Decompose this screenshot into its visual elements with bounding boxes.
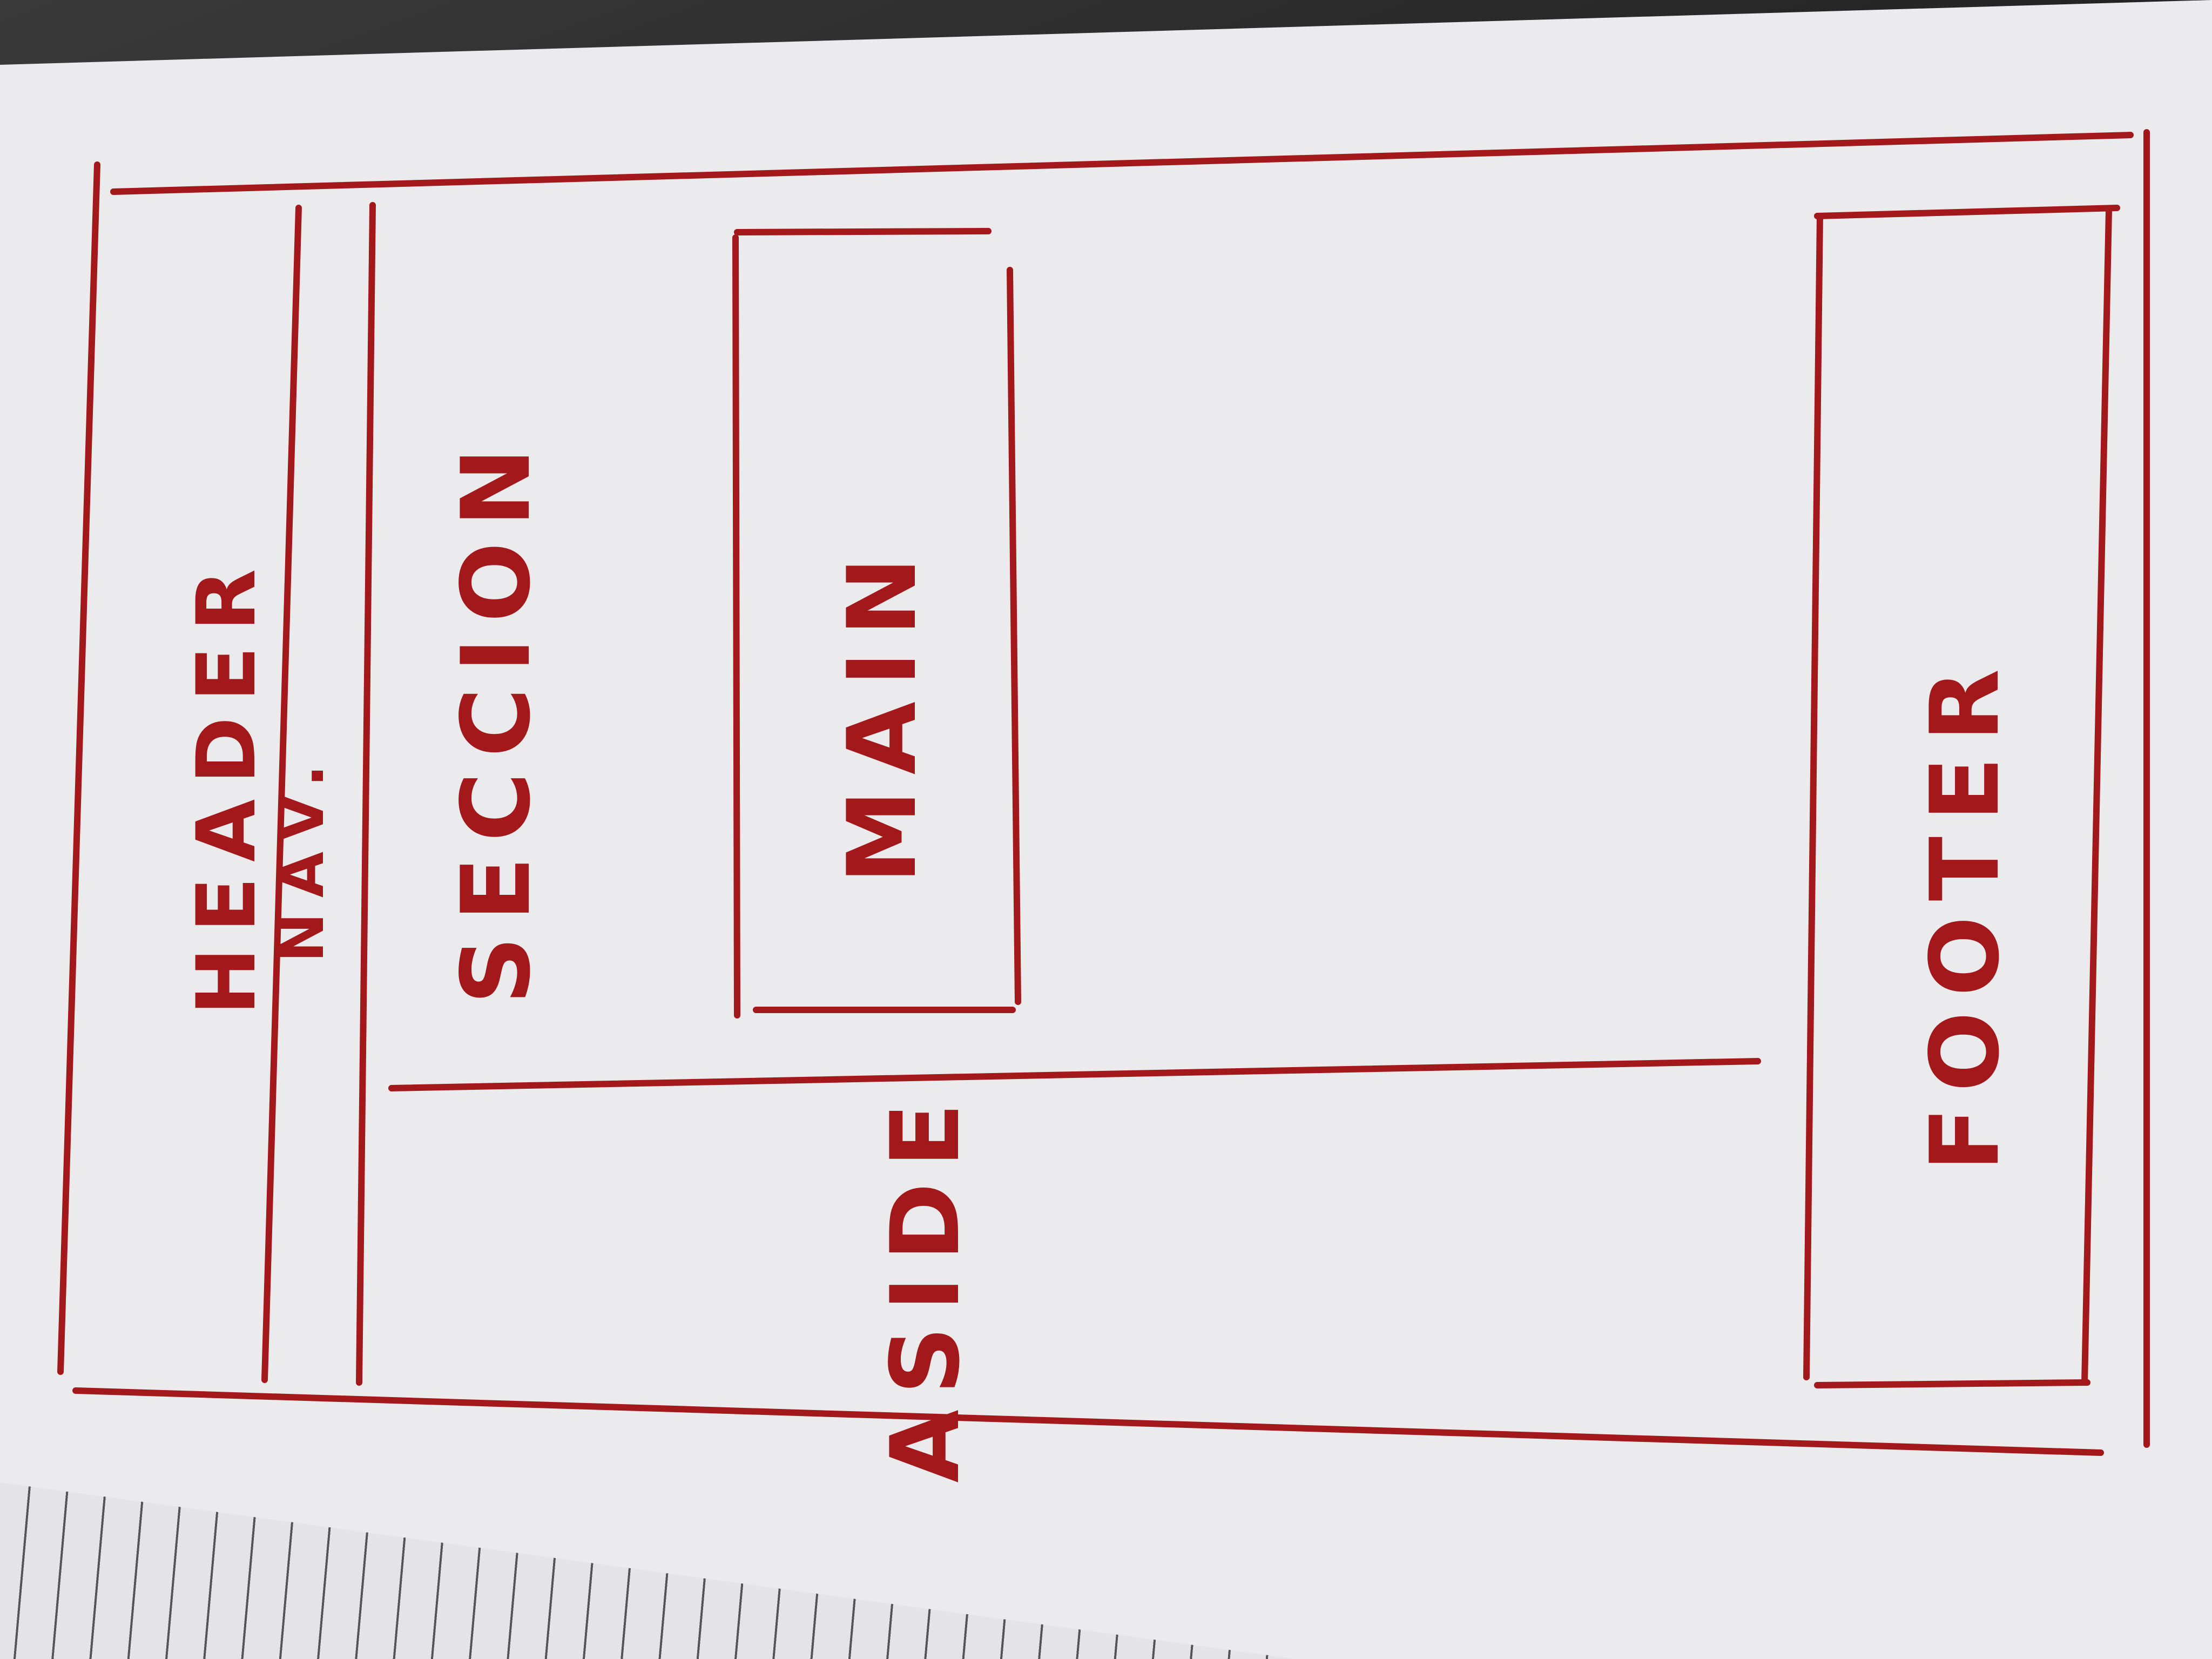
footer-box-bottom: [1814, 1379, 2090, 1388]
header-nav-divider: [261, 205, 302, 1383]
nav-label: NAV.: [268, 749, 337, 963]
main-box-left: [732, 234, 740, 1019]
header-label: HEADER: [180, 554, 274, 1015]
main-box-right: [1007, 267, 1021, 1005]
footer-box-right: [2081, 207, 2112, 1386]
outer-frame-left: [57, 161, 100, 1375]
footer-label: FOOTER: [1911, 653, 2020, 1172]
aside-label: ASIDE: [871, 1088, 981, 1483]
outer-frame-top: [110, 132, 2134, 195]
section-aside-divider: [388, 1058, 1761, 1091]
footer-box-top: [1814, 205, 2120, 219]
seccion-label: SECCION: [442, 433, 551, 1004]
main-box-top: [734, 228, 992, 235]
main-label: MAIN: [828, 542, 938, 884]
footer-box-left: [1803, 213, 1823, 1380]
nav-section-divider: [356, 202, 376, 1386]
outer-frame-bottom: [72, 1387, 2104, 1456]
